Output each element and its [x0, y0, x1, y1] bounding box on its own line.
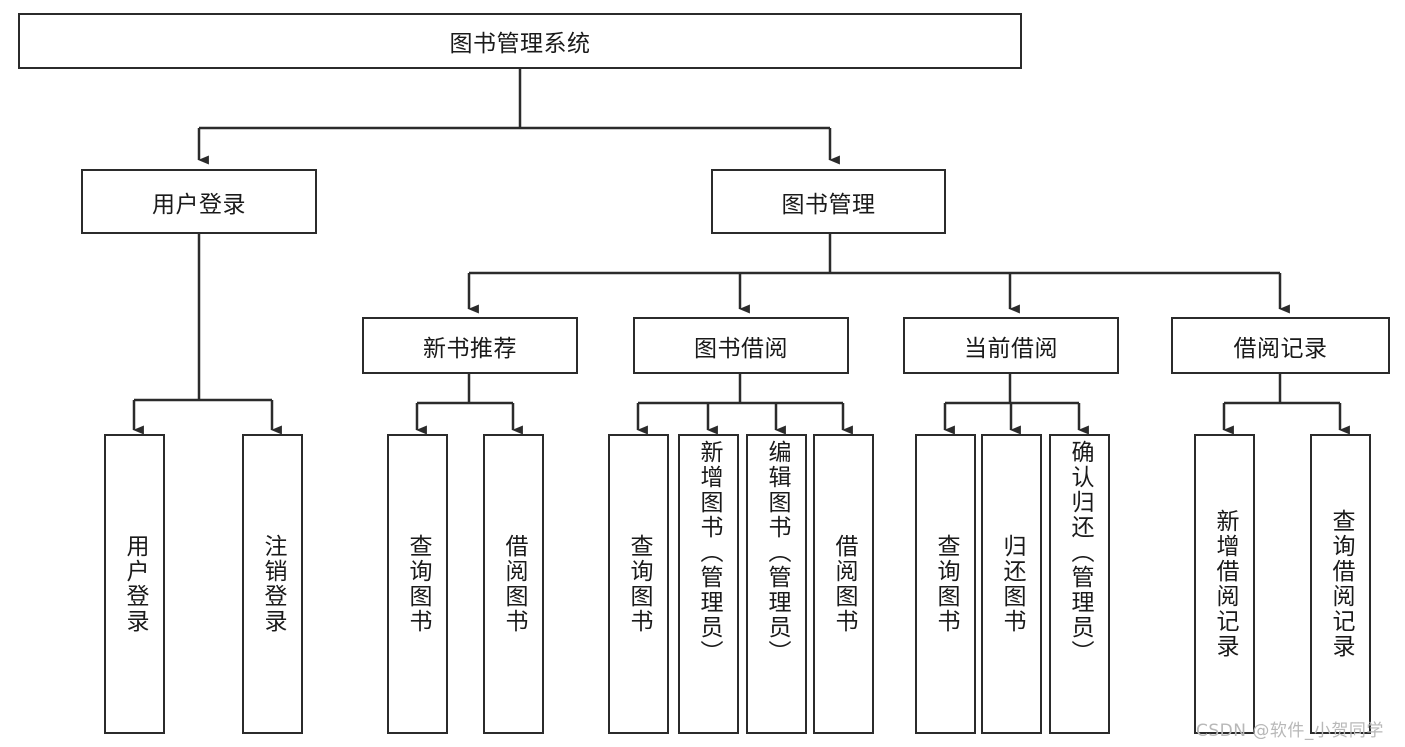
leaf-borrow-book-recommend-label: 借阅图书: [501, 534, 527, 634]
leaf-query-book-current-label: 查询图书: [933, 534, 959, 634]
node-book-borrow-label: 图书借阅: [694, 335, 788, 362]
leaf-query-book-current[interactable]: 查询图书: [915, 434, 976, 734]
leaf-return-book-label: 归还图书: [999, 534, 1025, 634]
node-user-login-label: 用户登录: [152, 191, 246, 218]
leaf-user-login[interactable]: 用户登录: [104, 434, 165, 734]
node-book-borrow[interactable]: 图书借阅: [633, 317, 849, 374]
node-current-borrow-label: 当前借阅: [964, 335, 1058, 362]
node-current-borrow[interactable]: 当前借阅: [903, 317, 1119, 374]
node-root[interactable]: 图书管理系统: [18, 13, 1022, 69]
node-user-login[interactable]: 用户登录: [81, 169, 317, 234]
node-borrow-record-label: 借阅记录: [1233, 335, 1328, 362]
leaf-add-borrow-record-label: 新增借阅记录: [1212, 509, 1238, 659]
leaf-query-borrow-record-label: 查询借阅记录: [1328, 509, 1354, 659]
node-borrow-record[interactable]: 借阅记录: [1171, 317, 1390, 374]
leaf-query-book-recommend[interactable]: 查询图书: [387, 434, 448, 734]
csdn-watermark: CSDN @软件_小贺同学: [1196, 721, 1384, 741]
leaf-logout[interactable]: 注销登录: [242, 434, 303, 734]
leaf-query-book-borrow[interactable]: 查询图书: [608, 434, 669, 734]
node-new-book-recommend[interactable]: 新书推荐: [362, 317, 578, 374]
leaf-add-book-admin-label: 新增图书（管理员）: [696, 440, 722, 665]
leaf-user-login-label: 用户登录: [122, 534, 148, 634]
leaf-confirm-return-admin-label: 确认归还（管理员）: [1067, 440, 1093, 665]
leaf-query-borrow-record[interactable]: 查询借阅记录: [1310, 434, 1371, 734]
node-new-book-recommend-label: 新书推荐: [423, 335, 517, 362]
leaf-edit-book-admin[interactable]: 编辑图书（管理员）: [746, 434, 807, 734]
leaf-borrow-book[interactable]: 借阅图书: [813, 434, 874, 734]
leaf-add-borrow-record[interactable]: 新增借阅记录: [1194, 434, 1255, 734]
leaf-add-book-admin[interactable]: 新增图书（管理员）: [678, 434, 739, 734]
node-root-label: 图书管理系统: [449, 31, 591, 57]
leaf-confirm-return-admin[interactable]: 确认归还（管理员）: [1049, 434, 1110, 734]
leaf-borrow-book-recommend[interactable]: 借阅图书: [483, 434, 544, 734]
leaf-query-book-borrow-label: 查询图书: [626, 534, 652, 634]
leaf-borrow-book-label: 借阅图书: [831, 534, 857, 634]
node-book-management[interactable]: 图书管理: [711, 169, 946, 234]
leaf-query-book-recommend-label: 查询图书: [405, 534, 431, 634]
leaf-return-book[interactable]: 归还图书: [981, 434, 1042, 734]
leaf-logout-label: 注销登录: [260, 534, 286, 634]
node-book-management-label: 图书管理: [781, 191, 876, 218]
leaf-edit-book-admin-label: 编辑图书（管理员）: [764, 440, 790, 665]
